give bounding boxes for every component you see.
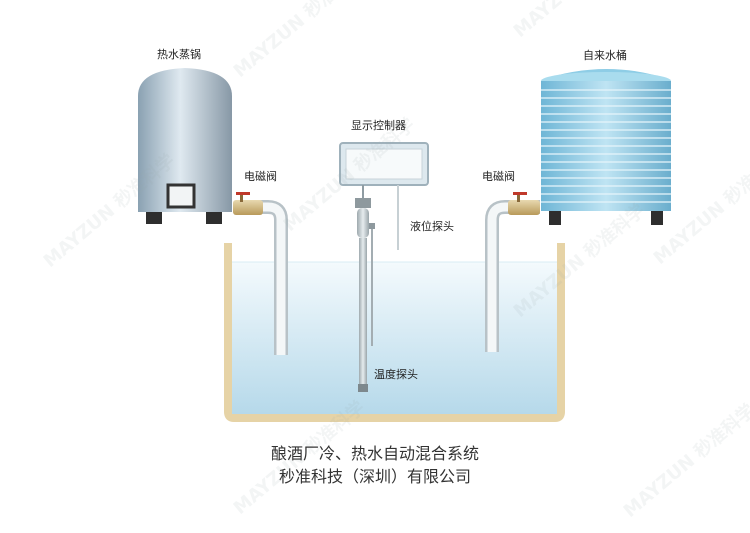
hot-water-boiler bbox=[138, 68, 232, 224]
display-controller bbox=[339, 142, 429, 186]
controller-label: 显示控制器 bbox=[351, 119, 406, 132]
watermark: MAYZUN 秒准科学 bbox=[509, 199, 649, 321]
boiler-label: 热水蒸锅 bbox=[157, 48, 201, 61]
solenoid-valve-right bbox=[508, 192, 540, 215]
watermark: MAYZUN 秒准科学 bbox=[229, 0, 369, 82]
tap-water-tank bbox=[541, 69, 671, 225]
cold-water-pipe bbox=[487, 202, 540, 352]
level-probe-label: 液位探头 bbox=[410, 220, 454, 233]
tank-label: 自来水桶 bbox=[583, 49, 627, 62]
caption-title: 酿酒厂冷、热水自动混合系统 bbox=[270, 444, 479, 463]
valve-left-label: 电磁阀 bbox=[244, 170, 277, 183]
temp-probe-label: 温度探头 bbox=[374, 368, 418, 381]
watermark: MAYZUN 秒准科学 bbox=[509, 0, 649, 42]
caption-company: 秒准科技（深圳）有限公司 bbox=[278, 467, 471, 486]
valve-right-label: 电磁阀 bbox=[482, 170, 515, 183]
solenoid-valve-left bbox=[233, 192, 263, 215]
level-probe bbox=[369, 223, 375, 346]
temperature-probe bbox=[355, 198, 371, 392]
hot-water-pipe bbox=[240, 202, 286, 355]
